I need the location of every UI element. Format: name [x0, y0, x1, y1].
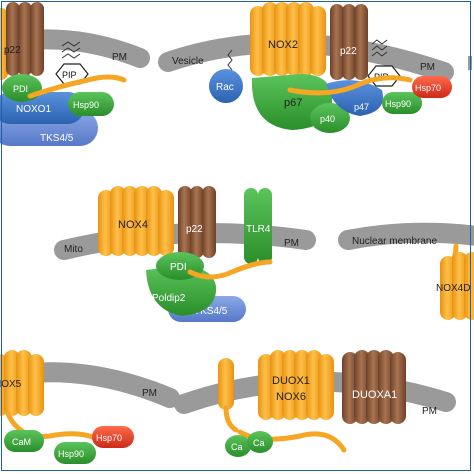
svg-text:TKS4/5: TKS4/5	[40, 133, 74, 144]
svg-text:Hsp70: Hsp70	[415, 83, 441, 93]
pm-label: PM	[284, 238, 299, 249]
panel-nox4: Mito PM NOX4 p22 TLR4 TKS4/5 P	[54, 186, 316, 322]
svg-text:NOX5: NOX5	[0, 379, 22, 390]
p22-subunit: p22	[330, 4, 368, 80]
hsp90-protein: Hsp90	[382, 92, 422, 114]
nox4-tail	[187, 259, 273, 280]
panel-nox1: p22 PIP TKS4/5 NOXO1 PDI Hsp90	[0, 2, 150, 146]
panel-nox5: PM NOX5 CaM Hsp90 Hsp70	[0, 350, 180, 464]
calcium-site-2: Ca	[247, 431, 273, 453]
svg-text:TKS4/5: TKS4/5	[194, 306, 228, 317]
tlr4-receptor: TLR4	[244, 188, 272, 264]
p22-subunit: p22	[178, 186, 216, 258]
calcium-site-1: Ca	[225, 435, 251, 457]
svg-text:CaM: CaM	[12, 437, 31, 447]
svg-text:p67: p67	[284, 97, 302, 109]
svg-text:PDI: PDI	[170, 262, 187, 273]
svg-text:Poldip2: Poldip2	[152, 293, 186, 304]
svg-text:TLR4: TLR4	[246, 224, 271, 235]
nox4-subunit: NOX4	[98, 186, 174, 256]
panel-nox4d: Nuclear membrane NOX4D	[338, 222, 474, 320]
svg-text:NOX6: NOX6	[276, 391, 306, 403]
svg-text:Rac: Rac	[216, 82, 234, 93]
lipid-anchor	[371, 39, 388, 57]
svg-text:NOX4: NOX4	[118, 219, 148, 231]
duox-linker	[223, 405, 239, 433]
poldip2-protein: Poldip2	[146, 266, 217, 316]
p40-protein: p40	[310, 103, 350, 133]
svg-text:Hsp70: Hsp70	[96, 433, 122, 443]
hsp90-protein: Hsp90	[54, 442, 96, 464]
cam-protein: CaM	[4, 430, 44, 452]
duoxa1-subunit: DUOXA1	[342, 350, 406, 424]
nuclear-membrane	[338, 222, 474, 250]
svg-text:Ca: Ca	[253, 438, 265, 448]
svg-text:PIP: PIP	[62, 70, 77, 80]
noxo1-tail	[27, 74, 127, 99]
svg-text:p22: p22	[186, 224, 203, 235]
clipped-edge-mark	[468, 56, 472, 70]
svg-text:PDI: PDI	[13, 84, 28, 94]
rac-protein: Rac	[209, 69, 243, 103]
panel-duox: PM DUOX1 NOX6 DUOXA1 Ca	[174, 350, 456, 457]
svg-text:p40: p40	[320, 114, 335, 124]
panel-nox2: Vesicle PM NOX2 p22 PIP Rac	[158, 2, 472, 133]
hsp90-protein: Hsp90	[68, 92, 114, 116]
pm-label: PM	[420, 62, 435, 73]
svg-text:DUOX1: DUOX1	[272, 375, 310, 387]
svg-text:Hsp90: Hsp90	[58, 449, 84, 459]
nox4d-subunit: NOX4D	[436, 252, 474, 320]
lipid-anchor	[61, 41, 81, 59]
p22-subunit	[6, 2, 44, 76]
svg-text:NOX2: NOX2	[268, 39, 298, 51]
svg-text:Ca: Ca	[231, 442, 243, 452]
pm-label: PM	[112, 52, 127, 63]
pdi-protein: PDI	[2, 74, 42, 102]
p47-tail	[287, 75, 413, 96]
hsp70-protein: Hsp70	[412, 76, 452, 98]
duox1-subunit: DUOX1 NOX6	[258, 350, 334, 420]
duox-peroxidase-domain	[218, 358, 234, 410]
svg-text:NOX4D: NOX4D	[436, 283, 470, 294]
nuclear-membrane-label: Nuclear membrane	[352, 236, 437, 247]
svg-text:p47: p47	[354, 102, 369, 112]
rac-anchor	[227, 49, 233, 71]
svg-text:Hsp90: Hsp90	[385, 99, 411, 109]
hsp70-protein: Hsp70	[92, 426, 134, 448]
pm-label: PM	[142, 388, 157, 399]
svg-text:p22: p22	[340, 46, 357, 57]
nox2-subunit: NOX2	[250, 2, 326, 76]
nox5-subunit: NOX5	[0, 350, 44, 416]
mito-label: Mito	[64, 244, 83, 255]
svg-text:DUOXA1: DUOXA1	[352, 389, 397, 401]
pm-label: PM	[422, 406, 437, 417]
svg-text:NOXO1: NOXO1	[16, 104, 51, 115]
vesicle-label: Vesicle	[172, 56, 204, 67]
p22-label: p22	[4, 45, 21, 56]
svg-text:Hsp90: Hsp90	[73, 100, 99, 110]
